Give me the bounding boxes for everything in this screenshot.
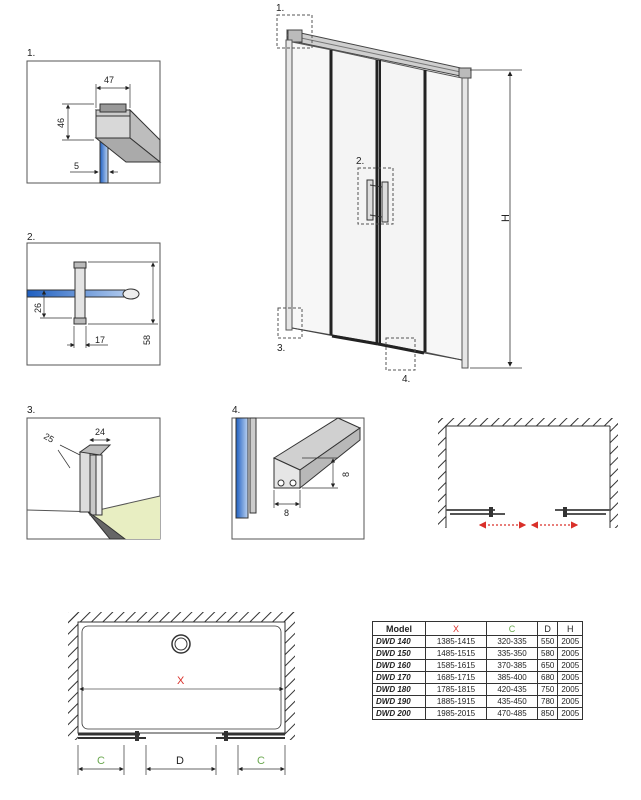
detail-2-number: 2. [27, 232, 35, 243]
cell-h: 2005 [557, 671, 584, 684]
table-row: DWD 160 1585-1615 370-385 650 2005 [372, 659, 584, 672]
header-model: Model [372, 621, 426, 636]
cell-c: 335-350 [486, 647, 538, 660]
cell-x: 1785-1815 [425, 683, 487, 696]
small-plan-view [438, 418, 618, 529]
callout-box-1 [276, 14, 313, 49]
table-row: DWD 190 1885-1915 435-450 780 2005 [372, 695, 584, 708]
cell-c: 435-450 [486, 695, 538, 708]
cell-d: 850 [536, 707, 559, 720]
cell-c: 370-385 [486, 659, 538, 672]
cell-model: DWD 190 [372, 695, 426, 708]
cell-c: 470-485 [486, 707, 538, 720]
detail-2-handle-height-dim: 26 [33, 303, 43, 313]
cell-x: 1685-1715 [425, 671, 487, 684]
cell-h: 2005 [557, 647, 584, 660]
main-door-view: 1. 2. 3. 4. H [276, 3, 522, 385]
table-row: DWD 170 1685-1715 385-400 680 2005 [372, 671, 584, 684]
detail-4-height-dim: 8 [341, 472, 351, 477]
cell-model: DWD 150 [372, 647, 426, 660]
large-plan-view: X C D C [68, 612, 295, 775]
cell-model: DWD 170 [372, 671, 426, 684]
header-h: H [557, 621, 584, 636]
cell-h: 2005 [557, 683, 584, 696]
detail-4-width-dim: 8 [284, 508, 289, 518]
detail-1-glass-dim: 5 [74, 161, 79, 171]
callout-box-3 [277, 307, 303, 339]
cell-h: 2005 [557, 695, 584, 708]
callout-1-label: 1. [276, 3, 284, 14]
callout-4-label: 4. [402, 374, 410, 385]
header-d: D [536, 621, 559, 636]
detail-3-dim-b: 24 [95, 427, 105, 437]
detail-2-handle-depth-dim: 17 [95, 335, 105, 345]
plan-c-left-label: C [97, 755, 105, 767]
cell-model: DWD 180 [372, 683, 426, 696]
detail-2-handle: 2. 26 17 58 [26, 232, 161, 366]
cell-d: 780 [536, 695, 559, 708]
model-dimension-table: Model X C D H DWD 140 1385-1415 320-335 … [372, 621, 584, 720]
cell-d: 650 [536, 659, 559, 672]
detail-1-height-dim: 46 [56, 118, 66, 128]
detail-3-number: 3. [27, 405, 35, 416]
cell-d: 680 [536, 671, 559, 684]
detail-4-number: 4. [232, 405, 240, 416]
table-row: DWD 140 1385-1415 320-335 550 2005 [372, 635, 584, 648]
cell-x: 1485-1515 [425, 647, 487, 660]
cell-model: DWD 200 [372, 707, 426, 720]
detail-1-top-profile: 1. 47 46 5 [26, 48, 162, 184]
plan-c-right-label: C [257, 755, 265, 767]
callout-box-4 [385, 337, 416, 371]
detail-1-number: 1. [27, 48, 35, 59]
detail-4-bottom-guide: 4. 8 8 [231, 405, 365, 540]
table-row: DWD 200 1985-2015 470-485 850 2005 [372, 707, 584, 720]
header-c: C [486, 621, 538, 636]
cell-d: 580 [536, 647, 559, 660]
cell-x: 1385-1415 [425, 635, 487, 648]
cell-h: 2005 [557, 635, 584, 648]
table-row: DWD 150 1485-1515 335-350 580 2005 [372, 647, 584, 660]
detail-1-width-dim: 47 [104, 75, 114, 85]
cell-model: DWD 140 [372, 635, 426, 648]
detail-3-wall-profile: 3. 24 25 [26, 405, 161, 540]
cell-c: 385-400 [486, 671, 538, 684]
cell-h: 2005 [557, 707, 584, 720]
cell-d: 550 [536, 635, 559, 648]
cell-model: DWD 160 [372, 659, 426, 672]
cell-x: 1985-2015 [425, 707, 487, 720]
cell-d: 750 [536, 683, 559, 696]
table-header-row: Model X C D H [372, 621, 584, 636]
callout-3-label: 3. [277, 343, 285, 354]
detail-3-dim-a: 25 [42, 431, 56, 445]
header-x: X [425, 621, 487, 636]
cell-x: 1585-1615 [425, 659, 487, 672]
height-dimension-label: H [500, 214, 512, 222]
plan-x-label: X [177, 675, 185, 687]
cell-h: 2005 [557, 659, 584, 672]
cell-c: 420-435 [486, 683, 538, 696]
table-row: DWD 180 1785-1815 420-435 750 2005 [372, 683, 584, 696]
cell-x: 1885-1915 [425, 695, 487, 708]
callout-2-label: 2. [356, 156, 364, 167]
detail-2-total-dim: 58 [142, 335, 152, 345]
plan-d-label: D [176, 755, 184, 767]
callout-box-2 [357, 167, 394, 225]
cell-c: 320-335 [486, 635, 538, 648]
